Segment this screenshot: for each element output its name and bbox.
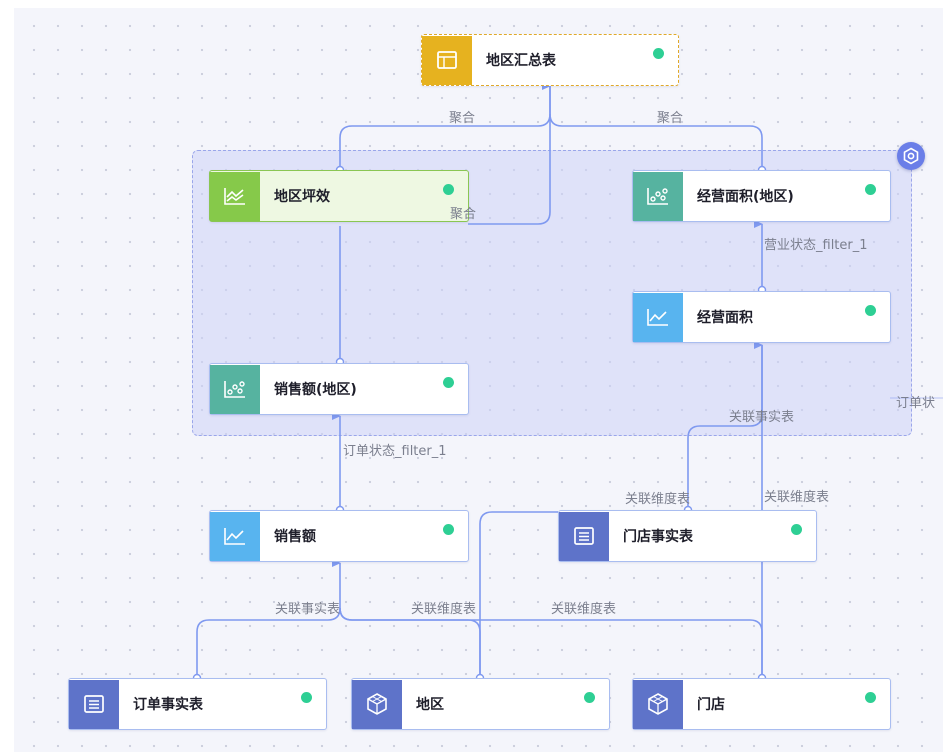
status-dot <box>443 184 454 195</box>
edge-businessregion-to-summary <box>549 113 763 170</box>
edge-region-to-storefact <box>479 511 558 678</box>
node-label: 经营面积(地区) <box>697 189 794 205</box>
dimension-cube-icon <box>633 679 683 729</box>
node-region-summary[interactable]: 地区汇总表 <box>421 34 679 86</box>
edge-label-agg-right: 聚合 <box>657 111 684 126</box>
node-label: 经营面积 <box>697 310 753 326</box>
status-dot <box>443 377 454 388</box>
node-sales[interactable]: 销售额 <box>209 510 469 562</box>
node-label: 门店事实表 <box>623 529 693 545</box>
node-label: 订单事实表 <box>133 697 203 713</box>
area-chart-icon <box>210 171 260 221</box>
scatter-chart-icon <box>633 171 683 221</box>
fact-table-icon <box>69 679 119 729</box>
node-label: 门店 <box>697 697 725 713</box>
edge-label-dim-link-store: 关联维度表 <box>551 602 617 617</box>
node-region[interactable]: 地区 <box>351 678 610 730</box>
edge-orderfact-to-sales <box>196 559 341 678</box>
group-settings-icon[interactable] <box>897 142 925 170</box>
node-store[interactable]: 门店 <box>632 678 891 730</box>
edge-label-clipped-right: 订单状 <box>896 396 936 411</box>
fact-table-icon <box>559 511 609 561</box>
node-region-efficiency[interactable]: 地区坪效 <box>209 170 469 222</box>
node-business-area-region[interactable]: 经营面积(地区) <box>632 170 891 222</box>
edge-label-dim-link-store-fact: 关联维度表 <box>625 492 691 507</box>
node-label: 地区汇总表 <box>486 53 556 69</box>
scatter-chart-icon <box>210 364 260 414</box>
edge-label-agg-left: 聚合 <box>449 111 476 126</box>
edge-efficiency-to-summary <box>339 86 551 170</box>
node-store-fact[interactable]: 门店事实表 <box>558 510 817 562</box>
edge-storefact-to-business <box>687 341 763 510</box>
edge-label-agg-mid: 聚合 <box>450 207 477 222</box>
edge-label-dim-link-region: 关联维度表 <box>411 602 477 617</box>
status-dot <box>865 184 876 195</box>
dimension-cube-icon <box>352 679 402 729</box>
status-dot <box>584 692 595 703</box>
status-dot <box>865 692 876 703</box>
node-label: 销售额 <box>274 529 316 545</box>
status-dot <box>301 692 312 703</box>
edge-label-dim-link-business: 关联维度表 <box>764 490 830 505</box>
node-label: 地区坪效 <box>274 189 330 205</box>
table-summary-icon <box>422 35 472 85</box>
edge-label-filter-business: 营业状态_filter_1 <box>764 238 868 253</box>
status-dot <box>865 305 876 316</box>
node-label: 地区 <box>416 697 444 713</box>
edge-region-to-sales <box>339 607 481 678</box>
node-business-area[interactable]: 经营面积 <box>632 291 891 343</box>
line-chart-icon <box>633 292 683 342</box>
edge-label-fact-link-lower: 关联事实表 <box>275 602 341 617</box>
status-dot <box>791 524 802 535</box>
edge-businessregion-agg-to-summary <box>468 82 551 225</box>
node-order-fact[interactable]: 订单事实表 <box>68 678 327 730</box>
edge-store-to-sales <box>339 607 763 678</box>
edge-label-fact-link-upper: 关联事实表 <box>729 410 795 425</box>
line-chart-icon <box>210 511 260 561</box>
node-sales-region[interactable]: 销售额(地区) <box>209 363 469 415</box>
node-label: 销售额(地区) <box>274 382 357 398</box>
status-dot <box>653 48 664 59</box>
edge-label-filter-order: 订单状态_filter_1 <box>343 444 447 459</box>
status-dot <box>443 524 454 535</box>
